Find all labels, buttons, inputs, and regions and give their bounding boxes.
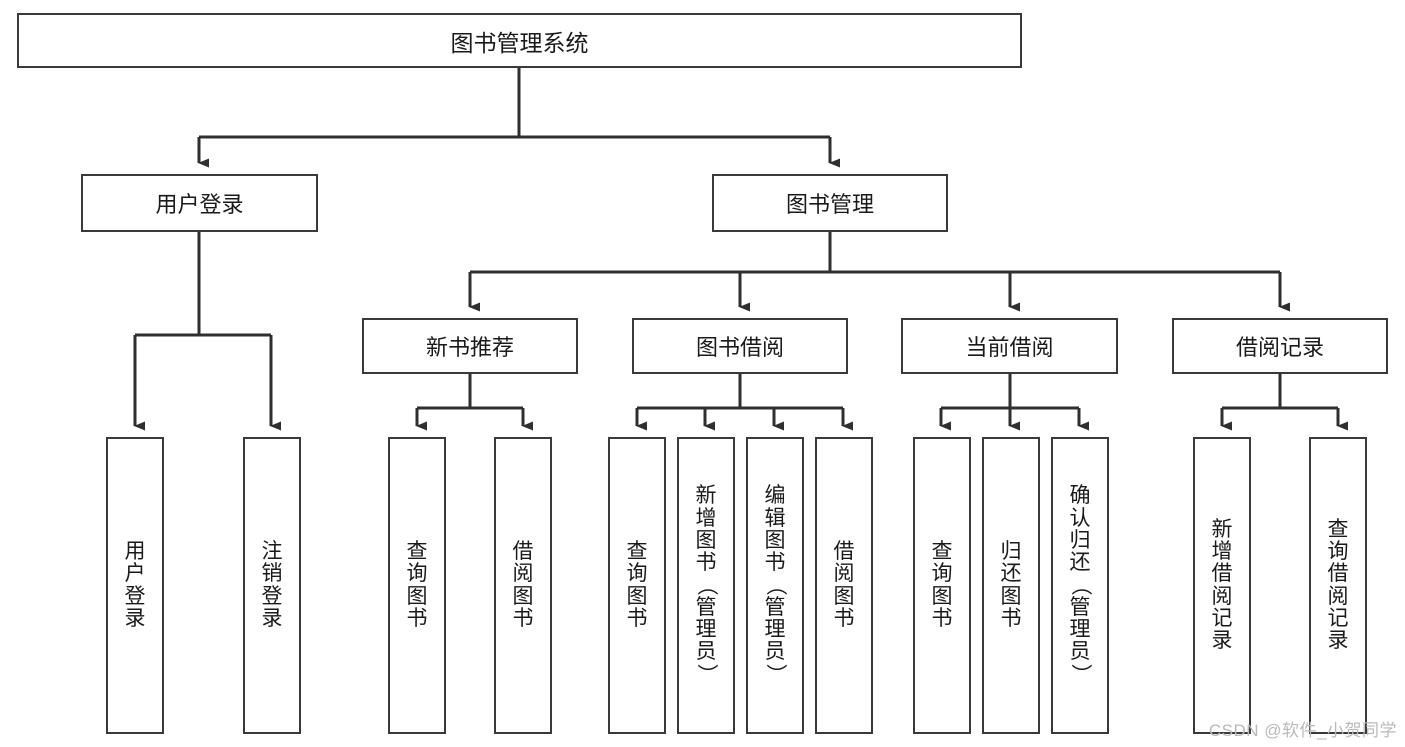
- leaf-borrow-book-2[interactable]: 借阅图书: [815, 437, 873, 734]
- leaf-borrow-book-1-label: 借阅图书: [512, 540, 534, 630]
- node-book-borrow-label: 图书借阅: [695, 335, 784, 360]
- node-book-borrow[interactable]: 图书借阅: [632, 318, 848, 374]
- leaf-return-book-label: 归还图书: [1000, 540, 1022, 630]
- leaf-add-book-label: 新增图书（管理员）: [695, 484, 719, 685]
- node-root-label: 图书管理系统: [450, 29, 589, 56]
- leaf-user-logout[interactable]: 注销登录: [243, 437, 301, 734]
- node-user-login-label: 用户登录: [155, 192, 244, 217]
- watermark: CSDN @软件_小贺同学: [1208, 721, 1397, 740]
- leaf-add-record-label: 新增借阅记录: [1211, 517, 1233, 652]
- node-book-manage[interactable]: 图书管理: [712, 174, 948, 232]
- leaf-edit-book-label: 编辑图书（管理员）: [764, 484, 788, 685]
- node-root[interactable]: 图书管理系统: [17, 13, 1022, 68]
- leaf-borrow-book-1[interactable]: 借阅图书: [494, 437, 552, 734]
- node-current-borrow-label: 当前借阅: [965, 335, 1054, 360]
- leaf-query-book-3-label: 查询图书: [931, 540, 953, 630]
- node-book-manage-label: 图书管理: [785, 192, 874, 217]
- node-user-login[interactable]: 用户登录: [81, 174, 318, 232]
- leaf-query-book-2-label: 查询图书: [626, 540, 648, 630]
- leaf-query-book-1[interactable]: 查询图书: [388, 437, 446, 734]
- leaf-confirm-return-label: 确认归还（管理员）: [1069, 484, 1093, 685]
- leaf-query-book-2[interactable]: 查询图书: [608, 437, 666, 734]
- node-new-book-recommend[interactable]: 新书推荐: [362, 318, 578, 374]
- leaf-query-record[interactable]: 查询借阅记录: [1309, 437, 1367, 734]
- leaf-query-book-1-label: 查询图书: [406, 540, 428, 630]
- leaf-return-book[interactable]: 归还图书: [982, 437, 1040, 734]
- node-borrow-record[interactable]: 借阅记录: [1172, 318, 1388, 374]
- node-borrow-record-label: 借阅记录: [1235, 335, 1324, 360]
- leaf-query-book-3[interactable]: 查询图书: [913, 437, 971, 734]
- leaf-edit-book[interactable]: 编辑图书（管理员）: [746, 437, 804, 734]
- leaf-user-login[interactable]: 用户登录: [106, 437, 164, 734]
- leaf-query-record-label: 查询借阅记录: [1327, 517, 1349, 652]
- leaf-borrow-book-2-label: 借阅图书: [833, 540, 855, 630]
- node-current-borrow[interactable]: 当前借阅: [901, 318, 1118, 374]
- leaf-user-logout-label: 注销登录: [261, 540, 283, 630]
- leaf-confirm-return[interactable]: 确认归还（管理员）: [1051, 437, 1109, 734]
- node-new-book-recommend-label: 新书推荐: [425, 335, 514, 360]
- leaf-user-login-label: 用户登录: [124, 540, 146, 630]
- leaf-add-record[interactable]: 新增借阅记录: [1193, 437, 1251, 734]
- leaf-add-book[interactable]: 新增图书（管理员）: [677, 437, 735, 734]
